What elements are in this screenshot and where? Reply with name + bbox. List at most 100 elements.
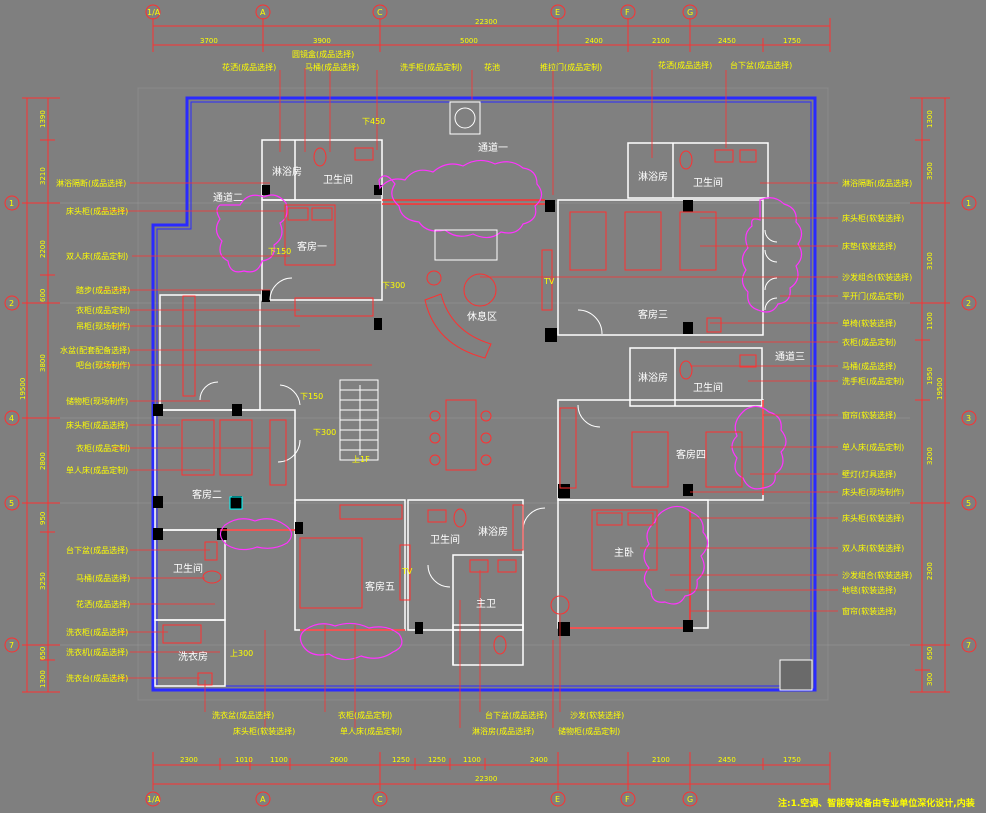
callout-label: 台下盆(成品选择) bbox=[66, 545, 128, 555]
dim-right: 1100 bbox=[926, 312, 934, 330]
room-shower: 淋浴房 bbox=[478, 525, 508, 538]
axis-label: 3 bbox=[966, 414, 971, 423]
room-laundry: 洗衣房 bbox=[178, 650, 208, 663]
dim-left: 1300 bbox=[39, 670, 47, 688]
dimension-bottom bbox=[152, 752, 831, 790]
callout-label: 沙发(软装选择) bbox=[570, 710, 624, 720]
callout-label: 淋浴隔断(成品选择) bbox=[56, 178, 126, 188]
room-guest-4: 客房四 bbox=[676, 448, 706, 461]
callout-label: 洗衣台(成品选择) bbox=[66, 673, 128, 683]
dim-bottom: 2100 bbox=[652, 756, 670, 764]
callout-label: 洗手柜(成品定制) bbox=[400, 62, 462, 72]
callout-label: 地毯(软装选择) bbox=[842, 585, 896, 595]
callout-label: 衣柜(成品定制) bbox=[76, 443, 130, 453]
room-lounge: 休息区 bbox=[467, 310, 497, 323]
callout-label: 窗帘(软装选择) bbox=[842, 606, 896, 616]
callout-label: 单人床(成品定制) bbox=[842, 442, 904, 452]
room-bathroom: 卫生间 bbox=[323, 173, 353, 186]
callout-label: 床头柜(成品选择) bbox=[66, 206, 128, 216]
callout-label: 吊柜(现场制作) bbox=[76, 321, 130, 331]
axis-label: 7 bbox=[9, 641, 14, 650]
dimension-right bbox=[910, 97, 950, 693]
dim-bottom: 1100 bbox=[270, 756, 288, 764]
room-master: 主卧 bbox=[614, 546, 634, 559]
axis-label: F bbox=[625, 795, 630, 804]
tv-label: TV bbox=[543, 277, 555, 286]
callout-label: 花洒(成品选择) bbox=[658, 60, 712, 70]
callout-label: 马桶(成品选择) bbox=[842, 361, 896, 371]
callout-label: 衣柜(成品定制) bbox=[842, 337, 896, 347]
level-mark: 下300 bbox=[382, 281, 405, 290]
room-corridor-3: 通道三 bbox=[775, 350, 805, 363]
axis-label: E bbox=[555, 795, 560, 804]
dim-bottom: 1750 bbox=[783, 756, 801, 764]
callout-label: 水盆(配套配备选择) bbox=[60, 345, 130, 355]
axis-label: A bbox=[260, 8, 266, 17]
dim-bottom: 2300 bbox=[180, 756, 198, 764]
leader-lines bbox=[98, 68, 838, 728]
axis-label: G bbox=[687, 795, 693, 804]
axis-label: 2 bbox=[966, 299, 971, 308]
dim-left: 3800 bbox=[39, 354, 47, 372]
callout-label: 床头柜(软装选择) bbox=[842, 213, 904, 223]
room-guest-5: 客房五 bbox=[365, 580, 395, 593]
callout-label: 圆镜盒(成品选择) bbox=[292, 49, 354, 59]
callout-label: 壁灯(灯具选择) bbox=[842, 469, 896, 479]
dimension-top bbox=[152, 18, 831, 52]
callout-label: 单人床(成品定制) bbox=[340, 726, 402, 736]
dim-left: 2800 bbox=[39, 452, 47, 470]
axis-label: C bbox=[377, 8, 383, 17]
callout-label: 洗手柜(成品定制) bbox=[842, 376, 904, 386]
room-guest-1: 客房一 bbox=[297, 240, 327, 253]
axis-label: 1/A bbox=[147, 795, 161, 804]
level-mark: 下300 bbox=[313, 428, 336, 437]
callout-label: 花洒(成品选择) bbox=[222, 62, 276, 72]
room-shower: 淋浴房 bbox=[638, 371, 668, 384]
dim-right: 3500 bbox=[926, 162, 934, 180]
axis-label: 7 bbox=[966, 641, 971, 650]
room-bathroom: 卫生间 bbox=[173, 562, 203, 575]
callout-label: 沙发组合(软装选择) bbox=[842, 570, 912, 580]
dimension-left bbox=[22, 97, 60, 693]
dim-left: 3210 bbox=[39, 167, 47, 185]
room-corridor-2: 通道二 bbox=[213, 191, 243, 204]
level-mark: 上300 bbox=[230, 649, 253, 658]
callout-label: 平开门(成品定制) bbox=[842, 291, 904, 301]
room-master-bath: 主卫 bbox=[476, 598, 496, 610]
callout-label: 床头柜(现场制作) bbox=[842, 487, 904, 497]
callout-label: 台下盆(成品选择) bbox=[730, 60, 792, 70]
callout-label: 淋浴隔断(成品选择) bbox=[842, 178, 912, 188]
callout-label: 单人床(成品定制) bbox=[66, 465, 128, 475]
dim-top: 2400 bbox=[585, 37, 603, 45]
room-bathroom: 卫生间 bbox=[693, 381, 723, 394]
dim-right: 300 bbox=[926, 673, 934, 686]
design-note: 注:1.空调、智能等设备由专业单位深化设计,内装 bbox=[778, 797, 976, 809]
dim-right: 1300 bbox=[926, 110, 934, 128]
axis-label: A bbox=[260, 795, 266, 804]
callout-label: 台下盆(成品选择) bbox=[485, 710, 547, 720]
dim-bottom-total: 22300 bbox=[475, 775, 497, 783]
callout-label: 床头柜(软装选择) bbox=[842, 513, 904, 523]
callout-label: 储物柜(成品定制) bbox=[558, 726, 620, 736]
dim-top: 3900 bbox=[313, 37, 331, 45]
dim-top: 3700 bbox=[200, 37, 218, 45]
axis-label: 1 bbox=[9, 199, 14, 208]
axis-label: F bbox=[625, 8, 630, 17]
dim-bottom: 1100 bbox=[463, 756, 481, 764]
callout-label: 储物柜(现场制作) bbox=[66, 396, 128, 406]
dim-left: 950 bbox=[39, 512, 47, 525]
room-guest-2: 客房二 bbox=[192, 488, 222, 501]
callout-label: 马桶(成品选择) bbox=[76, 573, 130, 583]
axis-label: 1/A bbox=[147, 8, 161, 17]
dim-bottom: 2450 bbox=[718, 756, 736, 764]
callout-label: 床垫(软装选择) bbox=[842, 241, 896, 251]
dim-top: 2450 bbox=[718, 37, 736, 45]
level-mark: 下150 bbox=[268, 247, 291, 256]
dim-left: 600 bbox=[39, 289, 47, 302]
dim-right: 2300 bbox=[926, 562, 934, 580]
callout-label: 单椅(软装选择) bbox=[842, 318, 896, 328]
callout-label: 窗帘(软装选择) bbox=[842, 410, 896, 420]
dim-right-total: 19500 bbox=[936, 378, 944, 400]
callout-label: 洗衣盆(成品选择) bbox=[212, 710, 274, 720]
dim-left: 2200 bbox=[39, 240, 47, 258]
